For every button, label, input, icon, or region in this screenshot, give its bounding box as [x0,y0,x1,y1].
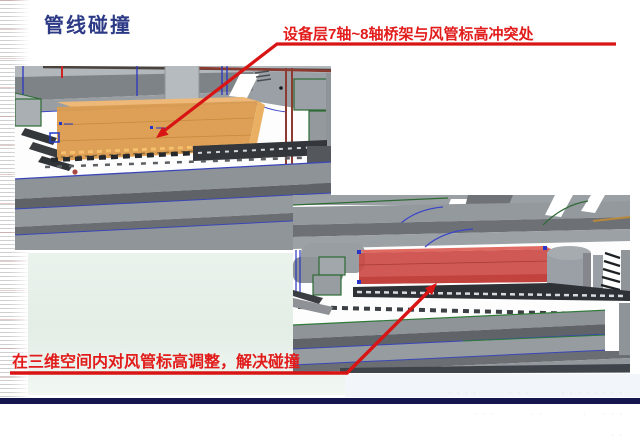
before-3d-view-drawing [15,66,331,250]
clash-callout-text: 设备层7轴~8轴桥架与风管标高冲突处 [283,26,534,43]
after-3d-view-drawing [293,195,630,373]
faint-footer-marks: · · · · · · · · · · · · · · · · · · · · … [362,376,624,446]
resolution-callout-text: 在三维空间内对风管标高调整，解决碰撞 [12,354,301,371]
slide-footer-bar [0,398,640,404]
faint-marks-row: · · [611,432,624,439]
before-3d-view [15,66,331,250]
page-title: 管线碰撞 [44,15,132,37]
faint-marks-row: · · · · · · · · · · · · · · · [448,390,624,397]
after-3d-view [293,195,630,373]
pale-background-band [345,374,640,397]
faint-marks-row: · · · · · · · · · [474,411,624,418]
